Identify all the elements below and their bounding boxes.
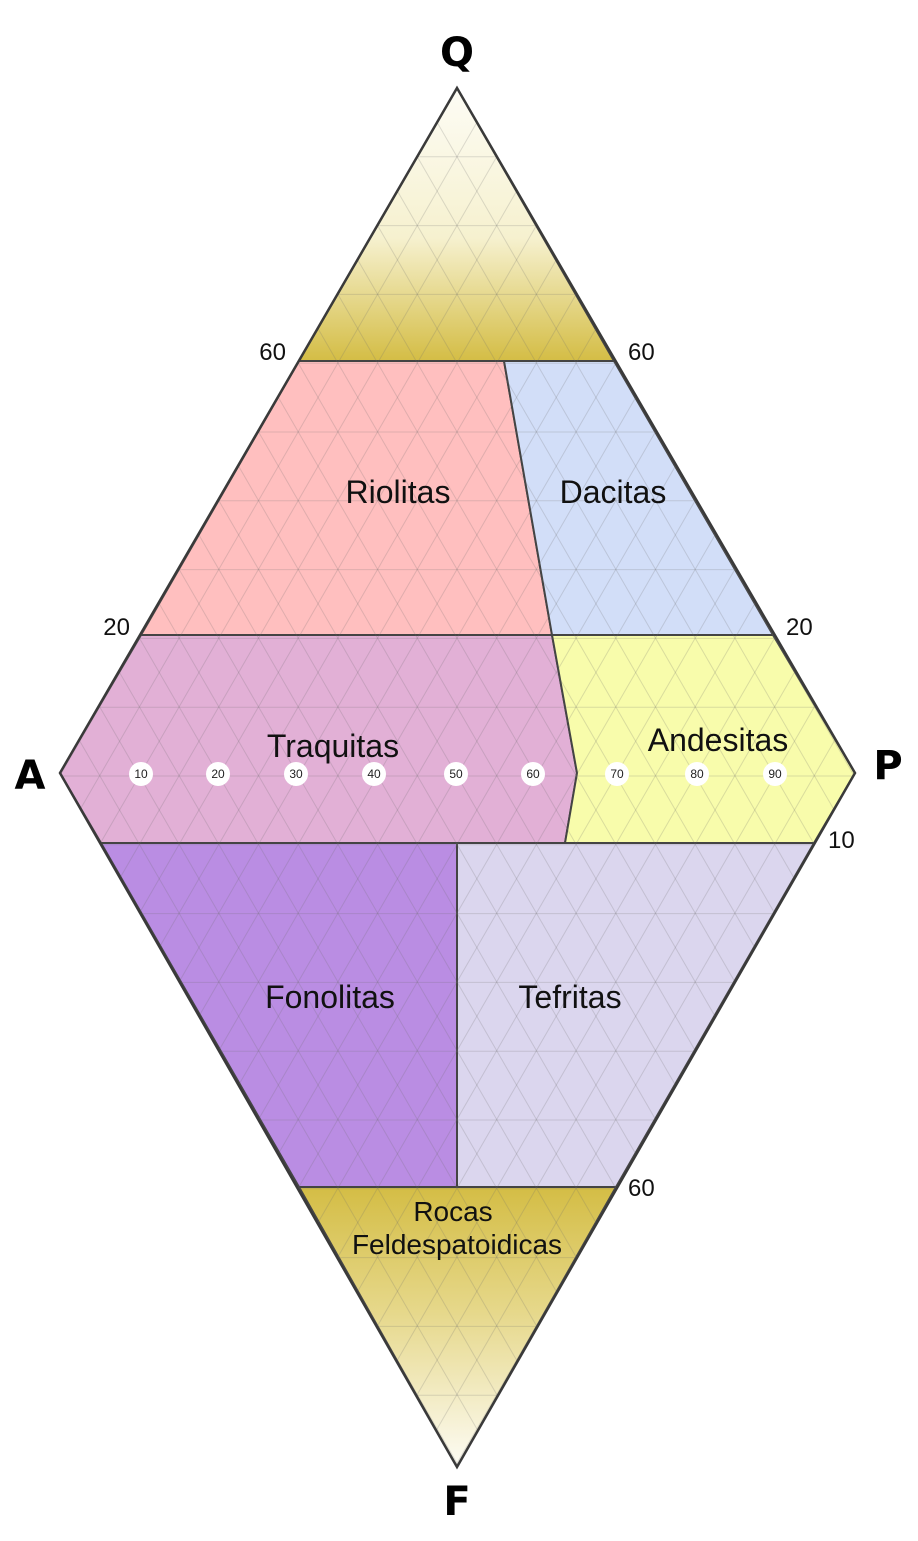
grid-diagonal bbox=[60, 88, 855, 1467]
grid-diagonal bbox=[93, 88, 855, 1467]
tick-f-right-10: 10 bbox=[828, 827, 855, 854]
grid-diagonal bbox=[60, 88, 662, 1467]
scale-marker bbox=[685, 762, 709, 786]
scale-marker-label: 30 bbox=[289, 767, 303, 781]
scale-marker-label: 10 bbox=[134, 767, 148, 781]
grid-diagonal bbox=[172, 88, 855, 1467]
rocas-feldespatoidicas-label-line2: Feldespatoidicas bbox=[352, 1229, 562, 1260]
grid-diagonal bbox=[60, 88, 583, 1467]
tick-q-right-60: 60 bbox=[628, 339, 655, 366]
grid-diagonal bbox=[291, 88, 855, 1467]
andesitas-label: Andesitas bbox=[648, 722, 789, 758]
grid-diagonal bbox=[847, 88, 855, 1467]
vertex-a-label: A bbox=[15, 753, 46, 799]
scale-marker bbox=[284, 762, 308, 786]
scale-marker bbox=[362, 762, 386, 786]
tick-q-right-20: 20 bbox=[786, 614, 813, 641]
scale-marker bbox=[444, 762, 468, 786]
grid-diagonal bbox=[60, 88, 623, 1467]
grid-diagonal bbox=[212, 88, 855, 1467]
rocas-feldespatoidicas-label-line1: Rocas bbox=[413, 1196, 492, 1227]
grid-diagonal bbox=[60, 88, 855, 1467]
vertex-q-label: Q bbox=[440, 30, 474, 76]
grid-diagonal bbox=[888, 0, 918, 1474]
tick-q-left-20: 20 bbox=[103, 614, 130, 641]
grid-diagonal bbox=[60, 88, 782, 1467]
vertex-p-label: P bbox=[873, 743, 902, 789]
grid-diagonal bbox=[60, 88, 543, 1467]
grid-diagonal bbox=[60, 88, 821, 1467]
scale-marker-label: 90 bbox=[768, 767, 782, 781]
grid-diagonal bbox=[888, 0, 918, 1474]
scale-marker bbox=[605, 762, 629, 786]
grid-diagonal bbox=[60, 88, 67, 1467]
grid-diagonal bbox=[60, 88, 855, 1467]
traquitas-label: Traquitas bbox=[267, 728, 399, 764]
grid-diagonal bbox=[60, 88, 742, 1467]
grid-diagonal bbox=[371, 88, 855, 1467]
scale-marker bbox=[129, 762, 153, 786]
scale-marker bbox=[521, 762, 545, 786]
diagram-outline bbox=[58, 85, 857, 1470]
grid-diagonal bbox=[60, 88, 855, 1467]
scale-marker bbox=[206, 762, 230, 786]
riolitas-label: Riolitas bbox=[346, 474, 451, 510]
grid-diagonal bbox=[252, 88, 855, 1467]
grid-diagonal bbox=[60, 88, 855, 1467]
fonolitas-label: Fonolitas bbox=[265, 979, 395, 1015]
grid-diagonal bbox=[410, 88, 855, 1467]
scale-marker-label: 40 bbox=[367, 767, 381, 781]
scale-marker bbox=[763, 762, 787, 786]
scale-marker-label: 80 bbox=[690, 767, 704, 781]
scale-marker-label: 50 bbox=[449, 767, 463, 781]
grid-diagonal bbox=[60, 88, 855, 1467]
grid-diagonal bbox=[331, 88, 855, 1467]
scale-marker-label: 60 bbox=[526, 767, 540, 781]
tefritas-label: Tefritas bbox=[518, 979, 621, 1015]
grid-diagonal bbox=[60, 88, 504, 1467]
grid-diagonal bbox=[60, 88, 702, 1467]
grid-diagonal bbox=[0, 0, 26, 1474]
grid-diagonal bbox=[0, 0, 26, 1474]
grid-diagonal bbox=[60, 88, 855, 1467]
tick-f-right-60: 60 bbox=[628, 1175, 655, 1202]
grid-diagonal bbox=[60, 88, 67, 1467]
ap-scale: 10 20 30 40 50 60 70 80 90 bbox=[129, 762, 787, 786]
tefritas-field bbox=[456, 842, 816, 1188]
scale-marker-label: 70 bbox=[610, 767, 624, 781]
grid-diagonal bbox=[60, 88, 855, 1467]
dacitas-label: Dacitas bbox=[560, 474, 667, 510]
tick-q-left-60: 60 bbox=[259, 339, 286, 366]
grid-diagonal bbox=[847, 88, 855, 1467]
grid-diagonal bbox=[132, 88, 855, 1467]
scale-marker-label: 20 bbox=[211, 767, 225, 781]
vertex-f-label: F bbox=[443, 1479, 470, 1525]
